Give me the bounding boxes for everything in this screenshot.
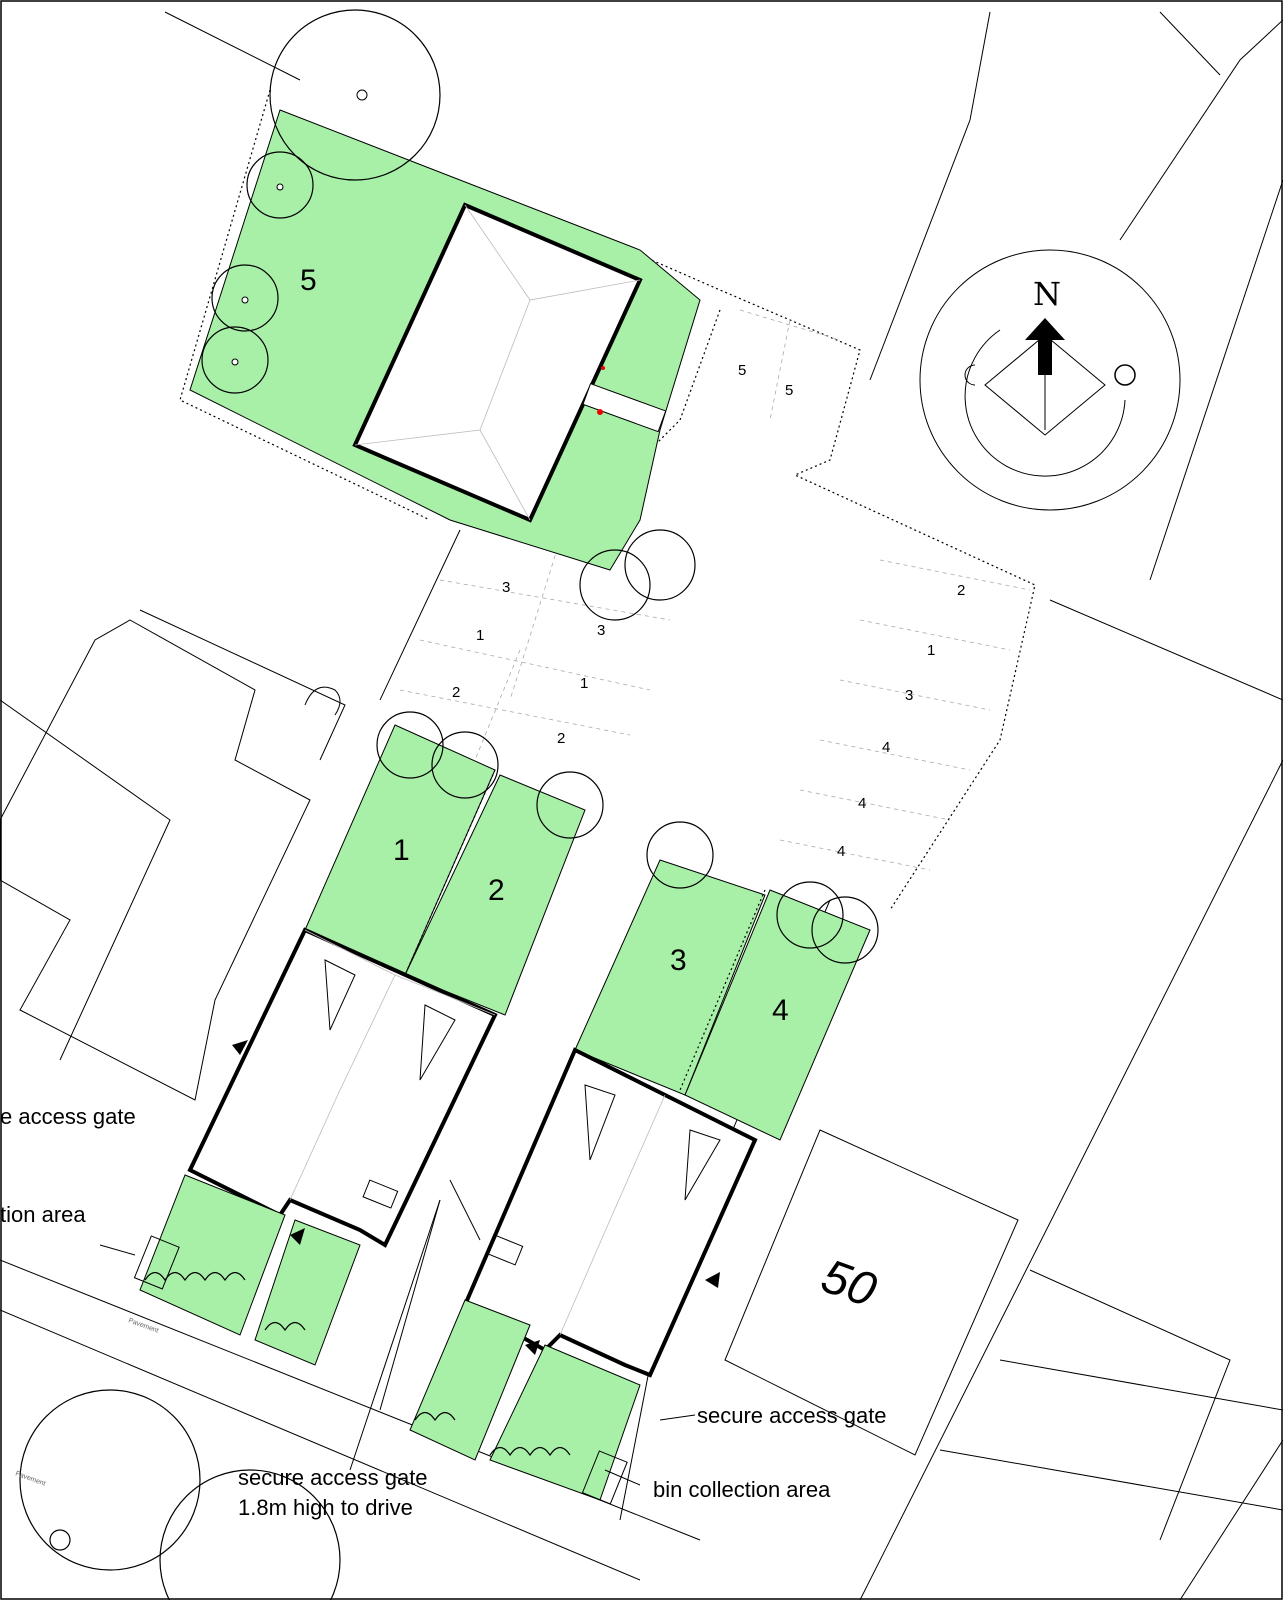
trees (19, 9, 879, 1600)
bay-label: 4 (837, 843, 845, 860)
neighbour-building-left (0, 619, 311, 1101)
label-bin-area-left: tion area (0, 1202, 86, 1227)
bay-label: 4 (882, 739, 890, 756)
label-access-gate-right: secure access gate (697, 1403, 887, 1428)
north-point: N (919, 249, 1181, 511)
bay-label: 1 (580, 675, 588, 692)
leader-lines (99, 1199, 696, 1486)
front-shrubs (144, 1271, 571, 1457)
parking-grid (399, 309, 1031, 871)
gate-markers (232, 1040, 720, 1355)
bay-label: 1 (476, 627, 484, 644)
front-garden-1 (139, 1174, 286, 1336)
bay-label: 2 (957, 582, 965, 599)
label-drive-gate-line2: 1.8m high to drive (238, 1495, 413, 1520)
tree-centres (231, 89, 368, 366)
label-pavement: Pavement (14, 1470, 46, 1487)
label-drive-gate-line1: secure access gate (238, 1465, 428, 1490)
bay-label: 4 (858, 795, 866, 812)
plot-5-number: 5 (300, 264, 317, 297)
bay-label: 2 (452, 684, 460, 701)
north-label: N (1033, 275, 1061, 313)
house-number-label: 50 (815, 1250, 884, 1318)
garden-plot-4 (684, 889, 871, 1141)
bay-label: 3 (905, 687, 913, 704)
label-pavement: Pavement (127, 1317, 159, 1334)
bay-label: 3 (597, 622, 605, 639)
bay-label: 2 (557, 730, 565, 747)
label-bin-area-right: bin collection area (653, 1477, 831, 1502)
front-garden-2 (254, 1219, 361, 1366)
plot-1-number: 1 (393, 834, 410, 867)
neighbour-house-50 (724, 1129, 1019, 1456)
house-block-1-2 (187, 927, 498, 1248)
bay-label: 5 (738, 362, 746, 379)
bin-area-left (133, 1235, 180, 1290)
bay-label: 3 (502, 579, 510, 596)
bin-area-right (581, 1450, 628, 1505)
plot-4-number: 4 (772, 994, 789, 1027)
bay-label: 5 (785, 382, 793, 399)
front-garden-3 (409, 1299, 531, 1461)
plot-3-number: 3 (670, 944, 687, 977)
plot-2-number: 2 (488, 874, 505, 907)
bay-label: 1 (927, 642, 935, 659)
garden-plot-2 (404, 774, 586, 1016)
label-access-gate-left: e access gate (0, 1104, 136, 1129)
